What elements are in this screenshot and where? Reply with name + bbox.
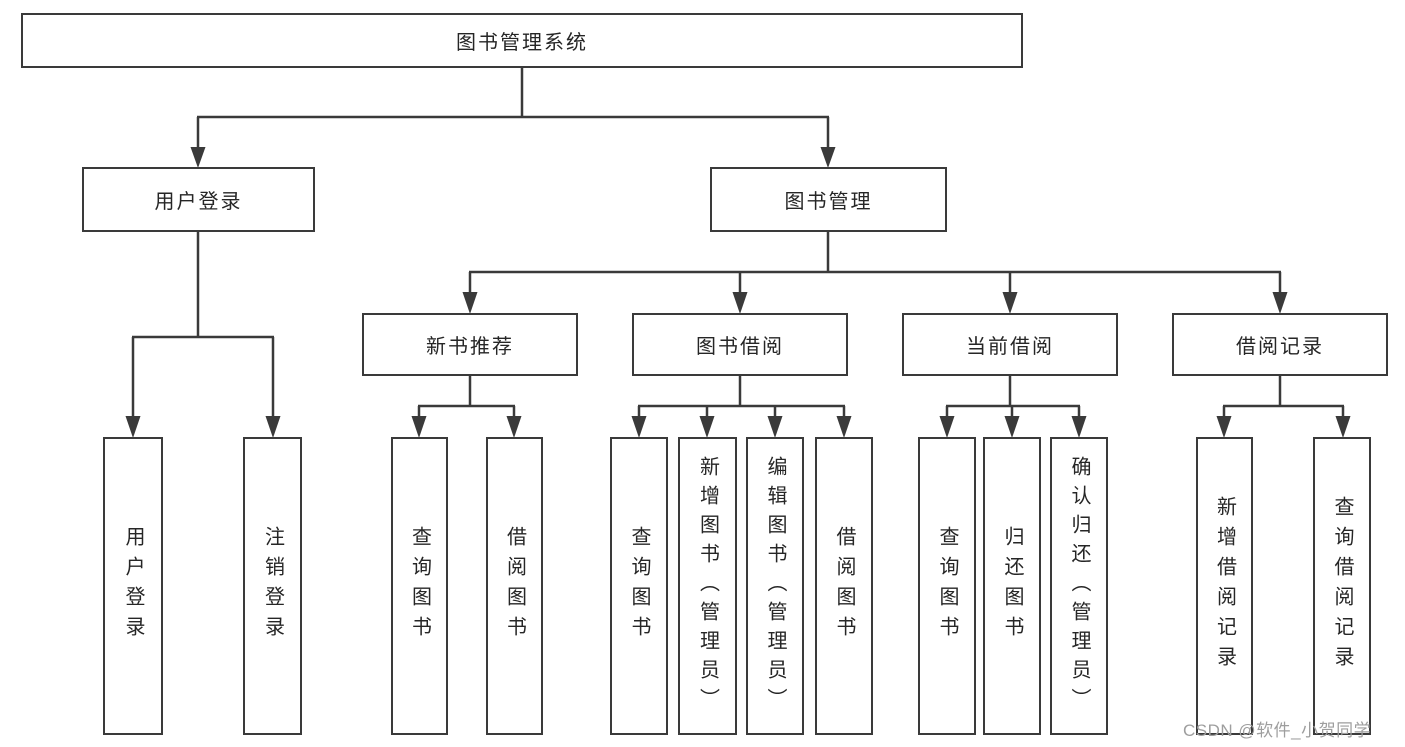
- node-book-borrow-label: 图书借阅: [696, 336, 784, 358]
- node-book-borrow: 图书借阅: [632, 313, 848, 376]
- node-user-login: 用户登录: [82, 167, 315, 232]
- leaf-current-query-label: 查询图书: [936, 526, 958, 646]
- leaf-current-confirm-return-admin: 确认归还（管理员）: [1050, 437, 1108, 735]
- leaf-logout: 注销登录: [243, 437, 302, 735]
- node-book-management-label: 图书管理: [784, 191, 873, 213]
- leaf-borrow-edit-admin: 编辑图书（管理员）: [746, 437, 804, 735]
- leaf-newbooks-borrow: 借阅图书: [486, 437, 543, 735]
- leaf-logout-label: 注销登录: [261, 526, 284, 646]
- node-root-label: 图书管理系统: [456, 32, 588, 54]
- leaf-borrow-borrow-label: 借阅图书: [833, 526, 855, 646]
- node-borrow-records: 借阅记录: [1172, 313, 1388, 376]
- leaf-records-add: 新增借阅记录: [1196, 437, 1253, 735]
- leaf-newbooks-query: 查询图书: [391, 437, 448, 735]
- leaf-records-query-label: 查询借阅记录: [1331, 496, 1353, 676]
- node-new-book-recommend: 新书推荐: [362, 313, 578, 376]
- node-root: 图书管理系统: [21, 13, 1023, 68]
- node-book-management: 图书管理: [710, 167, 947, 232]
- leaf-borrow-add-admin: 新增图书（管理员）: [678, 437, 737, 735]
- leaf-borrow-add-admin-label: 新增图书（管理员）: [696, 455, 719, 717]
- leaf-newbooks-query-label: 查询图书: [408, 526, 431, 646]
- node-new-book-recommend-label: 新书推荐: [426, 336, 514, 358]
- leaf-borrow-query-label: 查询图书: [628, 526, 650, 646]
- leaf-current-confirm-return-admin-label: 确认归还（管理员）: [1068, 455, 1090, 717]
- leaf-records-add-label: 新增借阅记录: [1213, 496, 1236, 676]
- node-current-borrow-label: 当前借阅: [966, 336, 1054, 358]
- leaf-current-return: 归还图书: [983, 437, 1041, 735]
- node-borrow-records-label: 借阅记录: [1236, 336, 1324, 358]
- leaf-borrow-query: 查询图书: [610, 437, 668, 735]
- node-current-borrow: 当前借阅: [902, 313, 1118, 376]
- leaf-user-login: 用户登录: [103, 437, 163, 735]
- leaf-user-login-label: 用户登录: [122, 526, 144, 646]
- leaf-borrow-borrow: 借阅图书: [815, 437, 873, 735]
- leaf-newbooks-borrow-label: 借阅图书: [503, 526, 526, 646]
- leaf-current-return-label: 归还图书: [1001, 526, 1023, 646]
- leaf-borrow-edit-admin-label: 编辑图书（管理员）: [764, 455, 786, 717]
- watermark: CSDN @软件_小贺同学: [1183, 721, 1372, 740]
- node-user-login-label: 用户登录: [154, 191, 243, 213]
- leaf-records-query: 查询借阅记录: [1313, 437, 1371, 735]
- leaf-current-query: 查询图书: [918, 437, 976, 735]
